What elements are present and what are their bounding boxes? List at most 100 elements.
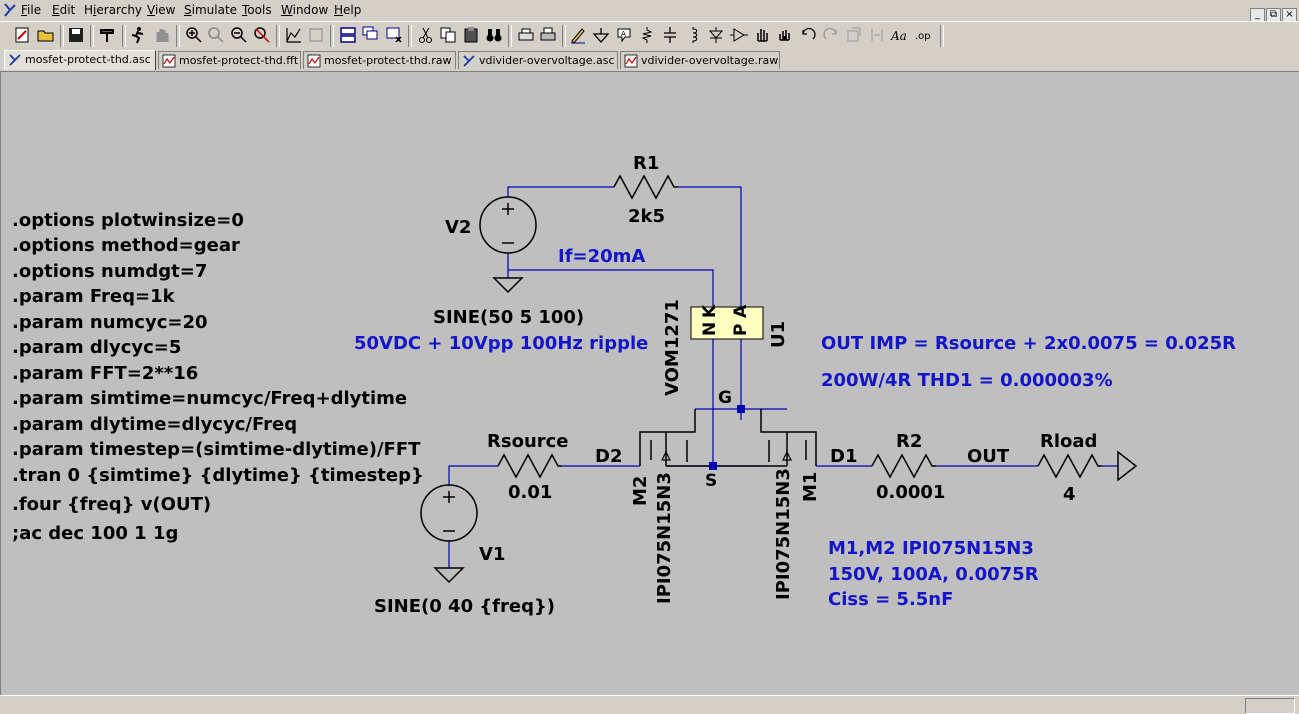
- rotate-icon[interactable]: [844, 25, 864, 45]
- diode-icon[interactable]: [706, 25, 726, 45]
- tab-mosfet-protect-thd-fft[interactable]: mosfet-protect-thd.fft: [158, 51, 301, 69]
- mosfet-note-line[interactable]: 150V, 100A, 0.0075R: [828, 564, 1039, 585]
- mirror-icon[interactable]: [867, 25, 887, 45]
- draw-wire-pencil-icon[interactable]: [568, 25, 588, 45]
- pan-icon[interactable]: [206, 25, 226, 45]
- zoom-in-icon[interactable]: [184, 25, 204, 45]
- resistor-icon[interactable]: [637, 25, 657, 45]
- copy-icon[interactable]: [438, 25, 458, 45]
- resistor-r1[interactable]: R1 2k5: [613, 153, 678, 227]
- m1-part: IPI075N15N3: [773, 468, 794, 600]
- autorange-icon[interactable]: [284, 25, 304, 45]
- mosfet-m2[interactable]: D2 M2 IPI075N15N3: [595, 409, 713, 604]
- toolbar-separator: [940, 25, 944, 47]
- new-schematic-icon[interactable]: [12, 25, 32, 45]
- menu-simulate[interactable]: Simulate: [184, 3, 238, 17]
- m2-name: M2: [630, 476, 651, 506]
- open-folder-icon[interactable]: [36, 25, 56, 45]
- inductor-icon[interactable]: [683, 25, 703, 45]
- mosfet-m1[interactable]: D1 M1 IPI075N15N3: [713, 409, 857, 600]
- mosfet-note-line[interactable]: Ciss = 5.5nF: [828, 589, 953, 610]
- text-icon[interactable]: Aa: [890, 25, 910, 45]
- directive-line[interactable]: .param timestep=(simtime-dlytime)/FFT: [12, 439, 421, 460]
- tile-horizontal-icon[interactable]: [338, 25, 358, 45]
- m1-name: M1: [800, 472, 821, 502]
- canvas-frame: [0, 71, 1299, 695]
- directive-line[interactable]: .param numcyc=20: [12, 312, 208, 333]
- find-binoculars-icon[interactable]: [484, 25, 504, 45]
- close-all-windows-icon[interactable]: [384, 25, 404, 45]
- directive-line[interactable]: .param dlycyc=5: [12, 337, 181, 358]
- tab-mosfet-protect-thd-raw[interactable]: mosfet-protect-thd.raw: [303, 51, 456, 69]
- directive-line[interactable]: .four {freq} v(OUT): [12, 494, 211, 515]
- component-icon[interactable]: [729, 25, 749, 45]
- menu-file[interactable]: File: [21, 3, 42, 17]
- menu-hierarchy[interactable]: Hierarchy: [84, 3, 143, 17]
- junction-source: [709, 462, 717, 470]
- directive-line[interactable]: .options method=gear: [12, 235, 240, 256]
- wires[interactable]: [448, 186, 1118, 568]
- halt-hand-icon[interactable]: [152, 25, 172, 45]
- tab-vdivider-overvoltage-raw[interactable]: vdivider-overvoltage.raw: [620, 51, 780, 69]
- out-impedance-note[interactable]: OUT IMP = Rsource + 2x0.0075 = 0.025R: [821, 333, 1236, 354]
- voltage-source-v2[interactable]: V2 SINE(50 5 100): [433, 196, 584, 328]
- schematic-canvas[interactable]: .options plotwinsize=0 .options method=g…: [1, 72, 1299, 695]
- tab-label: mosfet-protect-thd.fft: [179, 54, 299, 67]
- toolbar: A Aa .op: [0, 21, 1299, 50]
- label-net-icon[interactable]: A: [614, 25, 634, 45]
- paste-icon[interactable]: [461, 25, 481, 45]
- svg-text:A: A: [621, 30, 626, 38]
- move-hand-icon[interactable]: [752, 25, 772, 45]
- view-cursor-icon[interactable]: [306, 25, 326, 45]
- u1-name: U1: [768, 321, 789, 348]
- directive-line[interactable]: .options plotwinsize=0: [12, 210, 244, 231]
- u1-pin-n: N: [700, 322, 720, 336]
- cut-scissors-icon[interactable]: [416, 25, 436, 45]
- drag-hand-icon[interactable]: [775, 25, 795, 45]
- directive-line[interactable]: .param FFT=2**16: [12, 363, 198, 384]
- menu-edit[interactable]: Edit: [52, 3, 76, 17]
- menu-view[interactable]: View: [147, 3, 176, 17]
- spice-directives[interactable]: .options plotwinsize=0 .options method=g…: [12, 210, 424, 544]
- directive-line[interactable]: ;ac dec 100 1 1g: [12, 523, 178, 544]
- voltage-source-v1[interactable]: V1 SINE(0 40 {freq}): [374, 484, 555, 617]
- ground-icon[interactable]: [591, 25, 611, 45]
- d1-label: D1: [830, 446, 857, 467]
- directive-line[interactable]: .options numdgt=7: [12, 261, 207, 282]
- print-setup-icon[interactable]: [516, 25, 536, 45]
- menu-help[interactable]: Help: [334, 3, 362, 17]
- zoom-fit-icon[interactable]: [252, 25, 272, 45]
- redo-icon[interactable]: [821, 25, 841, 45]
- menu-window[interactable]: Window: [281, 3, 329, 17]
- undo-icon[interactable]: [798, 25, 818, 45]
- resistor-r2[interactable]: R2 0.0001: [871, 431, 945, 503]
- tab-vdivider-overvoltage-asc[interactable]: vdivider-overvoltage.asc: [458, 51, 618, 69]
- resistor-rsource[interactable]: Rsource 0.01: [487, 431, 569, 503]
- restore-button[interactable]: ⧉: [1266, 8, 1281, 23]
- thd-note[interactable]: 200W/4R THD1 = 0.000003%: [821, 370, 1113, 391]
- directive-line[interactable]: .param simtime=numcyc/Freq+dlytime: [12, 388, 407, 409]
- print-icon[interactable]: [538, 25, 558, 45]
- toolbar-separator: [562, 25, 566, 47]
- resistor-rload[interactable]: Rload 4: [1037, 431, 1138, 505]
- v2-comment[interactable]: 50VDC + 10Vpp 100Hz ripple: [354, 333, 648, 354]
- menu-tools[interactable]: Tools: [242, 3, 272, 17]
- r2-value: 0.0001: [876, 482, 945, 503]
- capacitor-icon[interactable]: [660, 25, 680, 45]
- zoom-out-icon[interactable]: [229, 25, 249, 45]
- v1-value: SINE(0 40 {freq}): [374, 596, 555, 617]
- control-panel-hammer-icon[interactable]: [98, 25, 118, 45]
- save-icon[interactable]: [66, 25, 86, 45]
- mosfet-note-line[interactable]: M1,M2 IPI075N15N3: [828, 538, 1034, 559]
- tab-label: vdivider-overvoltage.asc: [479, 54, 615, 67]
- directive-line[interactable]: .param dlytime=dlycyc/Freq: [12, 414, 297, 435]
- out-net-label[interactable]: OUT: [967, 446, 1010, 467]
- directive-line[interactable]: .tran 0 {simtime} {dlytime} {timestep}: [12, 465, 424, 486]
- directive-line[interactable]: .param Freq=1k: [12, 286, 176, 307]
- tab-mosfet-protect-thd-asc[interactable]: mosfet-protect-thd.asc: [4, 50, 156, 70]
- cascade-windows-icon[interactable]: [361, 25, 381, 45]
- spice-directive-icon[interactable]: .op: [913, 25, 933, 45]
- if-comment[interactable]: If=20mA: [558, 246, 645, 267]
- run-simulation-icon[interactable]: [128, 25, 148, 45]
- optocoupler-u1[interactable]: N K P A U1 VOM1271 G S: [662, 299, 789, 491]
